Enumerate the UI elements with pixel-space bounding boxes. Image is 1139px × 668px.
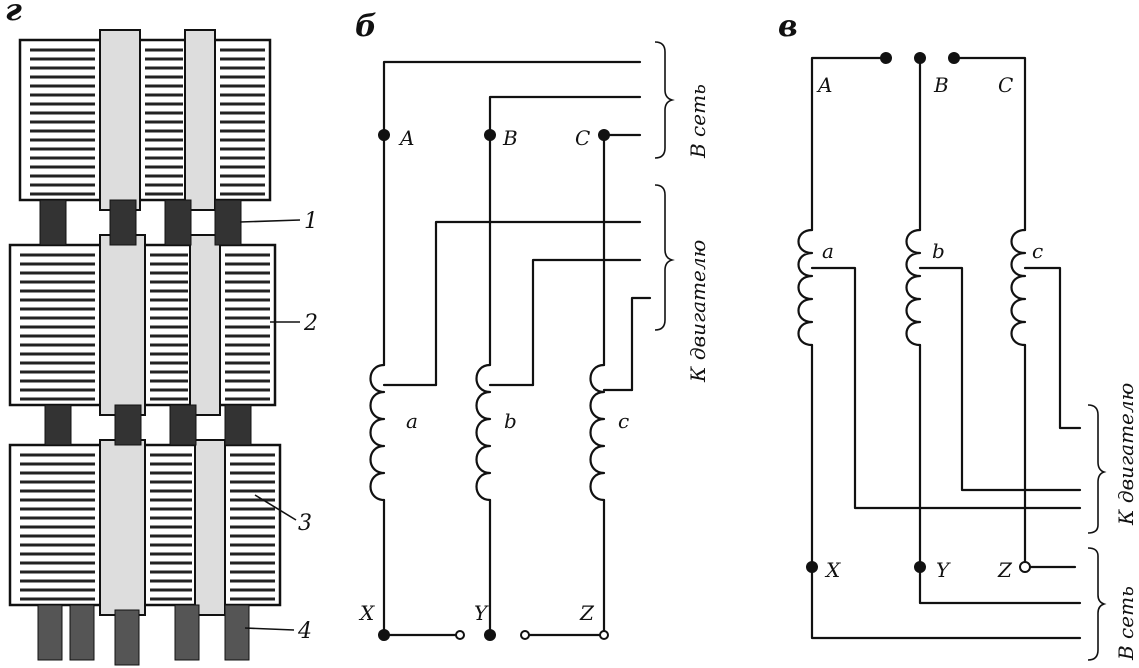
- label-b-B: B: [502, 126, 518, 150]
- label-v-a: a: [822, 239, 834, 263]
- terminal-b-B: [484, 129, 496, 141]
- brace-v-top-label: К двигателю: [1114, 383, 1138, 526]
- label-v-Z: Z: [997, 558, 1013, 582]
- terminal-b-X: [378, 629, 390, 641]
- panel-b-diagram: б A B C X Y Z a: [355, 9, 710, 641]
- reactor-module-bottom: [8, 439, 282, 616]
- reactor-module-middle: [8, 234, 277, 416]
- panel-g-letter: г: [5, 0, 22, 28]
- terminal-v-Y: [914, 561, 926, 573]
- winding-b-c: [589, 363, 606, 502]
- callout-4: 4: [244, 619, 312, 644]
- terminal-v-A: [880, 52, 892, 64]
- callout-2-label: 2: [303, 311, 318, 336]
- wire-v-c-motor: [1023, 266, 1082, 430]
- terminal-v-X: [806, 561, 818, 573]
- insulators-upper: [39, 199, 242, 246]
- terminal-b-C: [598, 129, 610, 141]
- winding-b-b: [475, 363, 492, 502]
- label-v-b: b: [932, 239, 945, 263]
- winding-v-c: [1010, 228, 1027, 347]
- wire-v-b-motor: [918, 266, 1082, 492]
- label-v-X: X: [824, 558, 841, 582]
- label-b-X: X: [358, 601, 375, 625]
- brace-b-bottom: [654, 184, 675, 331]
- callout-1: 1: [239, 209, 318, 234]
- insulators-lower: [44, 404, 252, 446]
- callout-3-label: 3: [298, 511, 312, 536]
- wire-v-z: [1023, 343, 1077, 569]
- label-v-c: c: [1032, 239, 1043, 263]
- panel-v-letter: в: [778, 9, 798, 44]
- panel-b-letter: б: [355, 9, 377, 44]
- wire-b-x: [382, 498, 462, 637]
- wire-b-c-motor: [630, 296, 652, 392]
- reactor-module-top: [18, 29, 272, 211]
- wire-b-c-supply: [602, 133, 642, 367]
- label-b-Z: Z: [579, 601, 595, 625]
- wire-b-b-motor: [531, 258, 642, 387]
- terminal-v-C: [948, 52, 960, 64]
- panel-g-reactor-drawing: г: [5, 0, 318, 666]
- brace-v-top: [1087, 404, 1107, 534]
- brace-b-top: [654, 41, 675, 159]
- label-v-C: C: [998, 73, 1013, 97]
- wire-b-b-supply: [488, 95, 642, 367]
- wire-b-a-supply: [382, 60, 642, 367]
- terminal-v-B: [914, 52, 926, 64]
- callout-4-label: 4: [297, 619, 312, 644]
- wire-v-a-motor: [810, 266, 1082, 510]
- brace-b-top-label: В сеть: [686, 84, 710, 159]
- wire-v-a: [810, 56, 888, 232]
- wire-v-c: [952, 56, 1027, 232]
- wire-v-x: [810, 343, 1082, 640]
- brace-b-bottom-label: К двигателю: [686, 240, 710, 383]
- terminal-v-Z: [1019, 561, 1031, 573]
- label-b-b: b: [504, 409, 517, 433]
- brace-v-bottom: [1087, 547, 1107, 661]
- panel-v-diagram: в A B C X Y Z a b c К д: [778, 9, 1138, 661]
- support-insulators-base: [37, 604, 250, 666]
- terminal-b-x-end: [455, 630, 465, 640]
- label-b-A: A: [398, 126, 414, 150]
- winding-v-b: [905, 228, 922, 347]
- callout-1-label: 1: [304, 209, 318, 234]
- winding-b-a: [369, 363, 386, 502]
- terminal-b-Y: [484, 629, 496, 641]
- winding-v-a: [797, 228, 814, 347]
- wire-v-y: [918, 343, 1082, 605]
- label-b-Y: Y: [474, 601, 489, 625]
- callout-2: 2: [270, 311, 318, 336]
- label-v-B: B: [933, 73, 949, 97]
- label-v-A: A: [816, 73, 832, 97]
- label-b-C: C: [575, 126, 590, 150]
- terminal-b-A: [378, 129, 390, 141]
- callout-3: 3: [254, 494, 312, 536]
- brace-v-bottom-label: В сеть: [1114, 586, 1138, 661]
- terminal-b-z-start: [520, 630, 530, 640]
- label-v-Y: Y: [936, 558, 951, 582]
- terminal-b-Z: [599, 630, 609, 640]
- wire-b-a-motor: [434, 220, 642, 387]
- label-b-a: a: [406, 409, 418, 433]
- label-b-c: c: [618, 409, 629, 433]
